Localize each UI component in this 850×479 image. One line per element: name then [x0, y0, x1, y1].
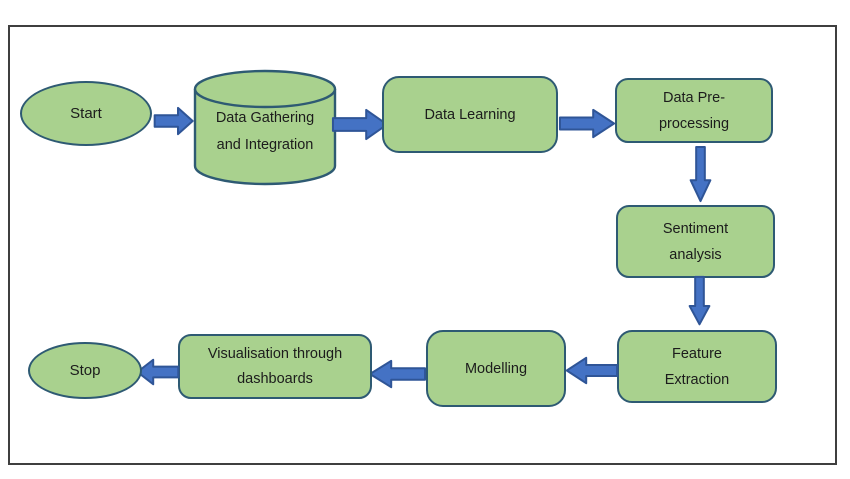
node-feature-extraction: Feature Extraction: [617, 330, 777, 403]
node-start-label: Start: [70, 104, 102, 122]
node-start: Start: [20, 81, 152, 146]
arrow-feature-extraction-to-modelling: [565, 357, 618, 384]
node-stop: Stop: [28, 342, 142, 399]
arrow-data-preprocessing-to-sentiment-analysis: [690, 146, 711, 203]
arrow-start-to-data-gathering: [154, 107, 194, 135]
node-label-line: and Integration: [216, 137, 314, 153]
node-visualisation: Visualisation through dashboards: [178, 334, 372, 399]
arrow-data-gathering-to-data-learning: [332, 109, 389, 140]
node-stop-label: Stop: [69, 361, 101, 379]
node-label-line: Visualisation through: [207, 345, 343, 362]
node-modelling: Modelling: [426, 330, 566, 407]
diagram-frame: [8, 25, 837, 465]
node-label-line: Sentiment: [662, 220, 729, 237]
arrow-data-learning-to-data-preprocessing: [559, 109, 616, 138]
arrow-sentiment-analysis-to-feature-extraction: [689, 276, 710, 326]
node-data-gathering: Data Gathering and Integration: [193, 69, 337, 188]
arrow-visualisation-to-stop: [136, 359, 179, 385]
node-label-line: Data Gathering: [215, 110, 315, 126]
cylinder-shape: [193, 69, 337, 186]
arrow-modelling-to-visualisation: [368, 360, 426, 388]
node-label-line: processing: [658, 115, 730, 132]
node-label-line: Data Pre-: [662, 89, 726, 106]
node-label-line: Extraction: [664, 371, 730, 388]
node-label-line: dashboards: [237, 370, 313, 387]
node-sentiment-analysis: Sentiment analysis: [616, 205, 775, 278]
node-label-line: analysis: [669, 246, 722, 263]
node-data-gathering-label: Data Gathering and Integration: [193, 105, 337, 159]
node-label-line: Feature: [672, 345, 722, 362]
node-data-preprocessing: Data Pre- processing: [615, 78, 773, 143]
node-modelling-label: Modelling: [464, 360, 528, 377]
node-data-learning-label: Data Learning: [424, 106, 516, 123]
node-data-learning: Data Learning: [382, 76, 558, 153]
